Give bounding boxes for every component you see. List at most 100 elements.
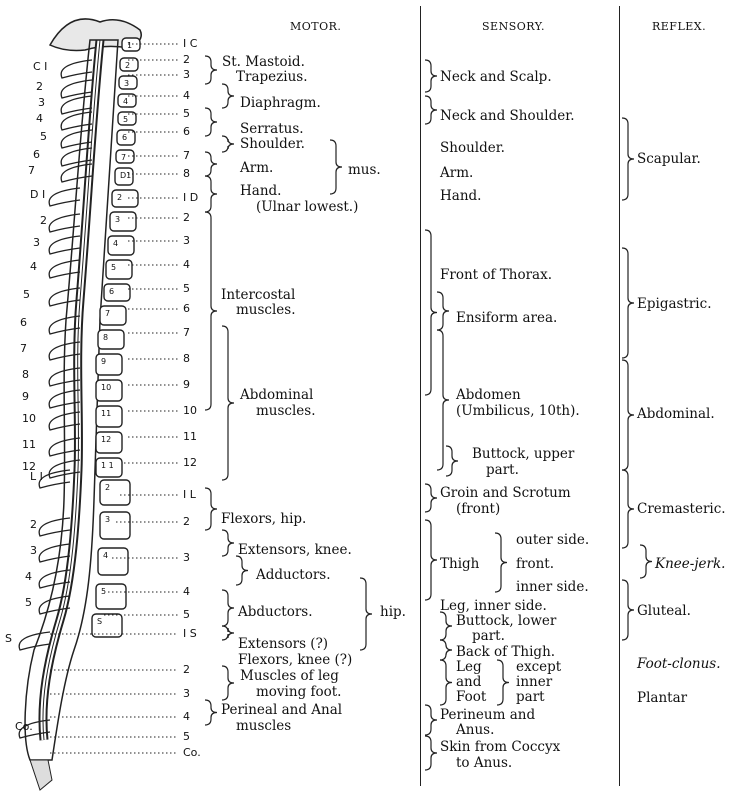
motor-ulnar-lowest: (Ulnar lowest.) <box>256 200 358 215</box>
left-number-25: Co. <box>15 720 33 733</box>
segment-label-8: I D <box>183 191 198 204</box>
sensory-and: and <box>456 675 481 690</box>
left-number-8: 2 <box>40 214 47 227</box>
motor-extensors-knee: Extensors, knee. <box>238 543 352 558</box>
left-number-3: 4 <box>36 112 43 125</box>
reflex-plantar: Plantar <box>637 691 687 706</box>
segment-label-20: I L <box>183 488 196 501</box>
segment-label-11: 4 <box>183 258 190 271</box>
segment-label-21: 2 <box>183 515 190 528</box>
segment-label-15: 8 <box>183 352 190 365</box>
vertebra-number-13: 7 <box>105 309 110 318</box>
vertebra-number-18: 12 <box>101 435 111 444</box>
segment-label-12: 5 <box>183 282 190 295</box>
sensory-groin-scrotum: Groin and Scrotum <box>440 486 571 501</box>
segment-label-1: 2 <box>183 53 190 66</box>
vertebra-number-19: 1 1 <box>101 461 114 470</box>
segment-label-16: 9 <box>183 378 190 391</box>
segment-label-14: 7 <box>183 326 190 339</box>
root-arc-3 <box>61 112 92 130</box>
segment-label-19: 12 <box>183 456 197 469</box>
vertebra-11 <box>106 260 132 279</box>
sensory-part: part <box>516 690 545 705</box>
motor-st-mastoid: St. Mastoid. <box>222 55 305 70</box>
segment-label-0: I C <box>183 37 197 50</box>
sensory-inner: inner <box>516 675 552 690</box>
vertebra-number-12: 6 <box>109 287 114 296</box>
sensory-groin-front: (front) <box>456 502 500 517</box>
vertebra-number-4: 5 <box>123 115 128 124</box>
reflex-knee-jerk: Knee-jerk. <box>655 557 725 572</box>
motor-shoulder: Shoulder. <box>240 137 305 152</box>
vertebra-number-24: S <box>97 617 102 626</box>
root-arc-2 <box>61 96 92 114</box>
sensory-except: except <box>516 660 561 675</box>
left-number-7: D I <box>30 188 45 201</box>
left-number-6: 7 <box>28 164 35 177</box>
left-number-19: L I <box>30 470 43 483</box>
segment-label-30: Co. <box>183 746 201 759</box>
motor-hip: hip. <box>380 605 406 620</box>
motor-muscles-of-leg: Muscles of leg <box>240 669 339 684</box>
sensory-anus: Anus. <box>456 723 494 738</box>
coccyx <box>30 760 52 790</box>
left-number-9: 3 <box>33 236 40 249</box>
segment-label-7: 8 <box>183 167 190 180</box>
vertebra-number-14: 8 <box>103 333 108 342</box>
sensory-back-thigh: Back of Thigh. <box>456 645 555 660</box>
vertebra-number-16: 10 <box>101 383 111 392</box>
sensory-ensiform-area: Ensiform area. <box>456 311 557 326</box>
vertebra-number-21: 3 <box>105 515 110 524</box>
sensory-buttock-lower-part: part. <box>472 629 505 644</box>
vertebral-bodies <box>92 38 140 637</box>
sensory-shoulder: Shoulder. <box>440 141 505 156</box>
motor-diaphragm: Diaphragm. <box>240 96 321 111</box>
sensory-thigh-front: front. <box>516 557 554 572</box>
vertebra-number-1: 2 <box>125 61 130 70</box>
left-number-11: 5 <box>23 288 30 301</box>
segment-label-13: 6 <box>183 302 190 315</box>
vertebra-number-10: 4 <box>113 239 118 248</box>
sensory-buttock-upper: Buttock, upper <box>472 447 574 462</box>
left-number-23: 5 <box>25 596 32 609</box>
motor-adductors: Adductors. <box>256 568 331 583</box>
left-number-12: 6 <box>20 316 27 329</box>
left-number-20: 2 <box>30 518 37 531</box>
sensory-skin-coccyx: Skin from Coccyx <box>440 740 560 755</box>
segment-label-6: 7 <box>183 149 190 162</box>
reflex-cremasteric: Cremasteric. <box>637 502 726 517</box>
sensory-arm: Arm. <box>440 166 473 181</box>
left-number-1: 2 <box>36 80 43 93</box>
root-arc-1 <box>61 80 92 98</box>
segment-label-26: 2 <box>183 663 190 676</box>
sensory-perineum: Perineum and <box>440 708 535 723</box>
segment-label-9: 2 <box>183 211 190 224</box>
root-arc-8 <box>49 214 80 232</box>
left-number-0: C I <box>33 60 47 73</box>
left-number-4: 5 <box>40 130 47 143</box>
motor-perineal-muscles: muscles <box>236 719 291 734</box>
segment-label-18: 11 <box>183 430 197 443</box>
segment-label-10: 3 <box>183 234 190 247</box>
left-number-10: 4 <box>30 260 37 273</box>
vertebra-12 <box>104 284 130 301</box>
motor-perineal-anal: Perineal and Anal <box>221 703 342 718</box>
sensory-abdomen: Abdomen <box>456 388 521 403</box>
motor-abdominal-muscles: muscles. <box>256 404 316 419</box>
motor-hand: Hand. <box>240 184 281 199</box>
left-number-22: 4 <box>25 570 32 583</box>
left-number-16: 10 <box>22 412 36 425</box>
motor-intercostal: Intercostal <box>221 288 295 303</box>
segment-label-22: 3 <box>183 551 190 564</box>
sensory-umbilicus: (Umbilicus, 10th). <box>456 404 580 419</box>
sensory-leg: Leg <box>456 660 482 675</box>
segment-label-2: 3 <box>183 68 190 81</box>
segment-label-23: 4 <box>183 585 190 598</box>
vertebra-14 <box>98 330 124 349</box>
sensory-foot: Foot <box>456 690 486 705</box>
root-arc-10 <box>49 260 80 278</box>
vertebra-number-9: 3 <box>115 215 120 224</box>
reflex-scapular: Scapular. <box>637 152 701 167</box>
sensory-neck-shoulder: Neck and Shoulder. <box>440 109 575 124</box>
